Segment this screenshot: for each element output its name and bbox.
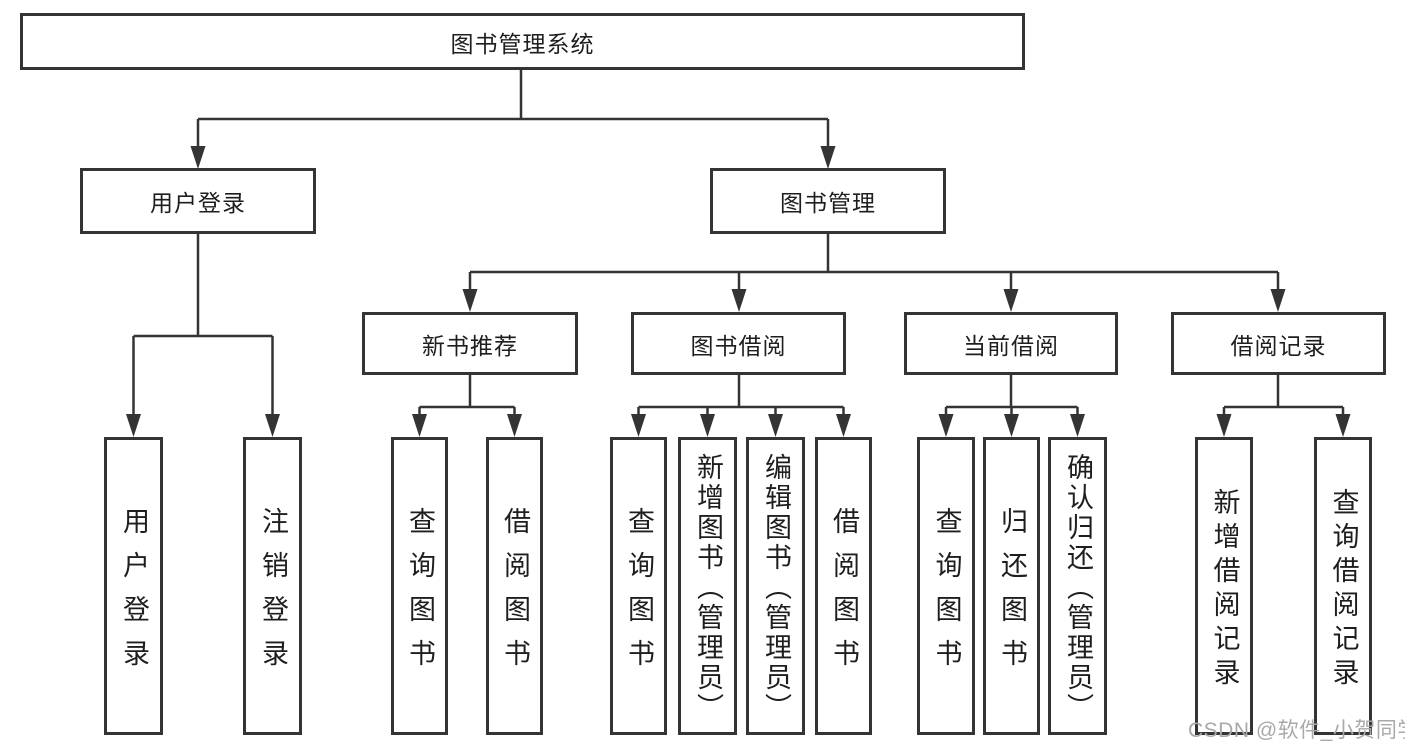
node-root: 图书管理系统 [20,13,1025,70]
leaf-newbook-borrow: 借阅图书 [486,437,543,735]
node-current-borrow: 当前借阅 [904,312,1118,375]
node-user-login-label: 用户登录 [150,190,246,216]
leaf-current-return: 归还图书 [983,437,1040,735]
node-borrow-records: 借阅记录 [1171,312,1386,375]
node-book-management: 图书管理 [710,168,946,234]
node-root-label: 图书管理系统 [450,30,595,57]
node-book-borrow-label: 图书借阅 [690,332,787,359]
node-new-book-recommend: 新书推荐 [362,312,578,375]
leaf-current-confirm-admin: 确认归还（管理员） [1048,437,1107,735]
leaf-record-query: 查询借阅记录 [1314,437,1372,735]
leaf-borrow-borrow: 借阅图书 [815,437,872,735]
leaf-newbook-query: 查询图书 [391,437,448,735]
leaf-logout: 注销登录 [243,437,302,735]
node-new-book-recommend-label: 新书推荐 [422,332,518,359]
node-book-borrow: 图书借阅 [631,312,846,375]
leaf-borrow-edit-admin: 编辑图书（管理员） [746,437,805,735]
node-book-management-label: 图书管理 [780,190,876,216]
node-user-login: 用户登录 [80,168,316,234]
leaf-user-login: 用户登录 [104,437,163,735]
csdn-watermark: CSDN @软件_小贺同学 [1188,719,1405,742]
leaf-current-query: 查询图书 [917,437,975,735]
node-borrow-records-label: 借阅记录 [1230,332,1327,359]
leaf-borrow-add-admin: 新增图书（管理员） [678,437,737,735]
node-current-borrow-label: 当前借阅 [963,332,1059,359]
arrowheads [126,146,1351,437]
leaf-borrow-query: 查询图书 [610,437,667,735]
leaf-record-add: 新增借阅记录 [1195,437,1253,735]
